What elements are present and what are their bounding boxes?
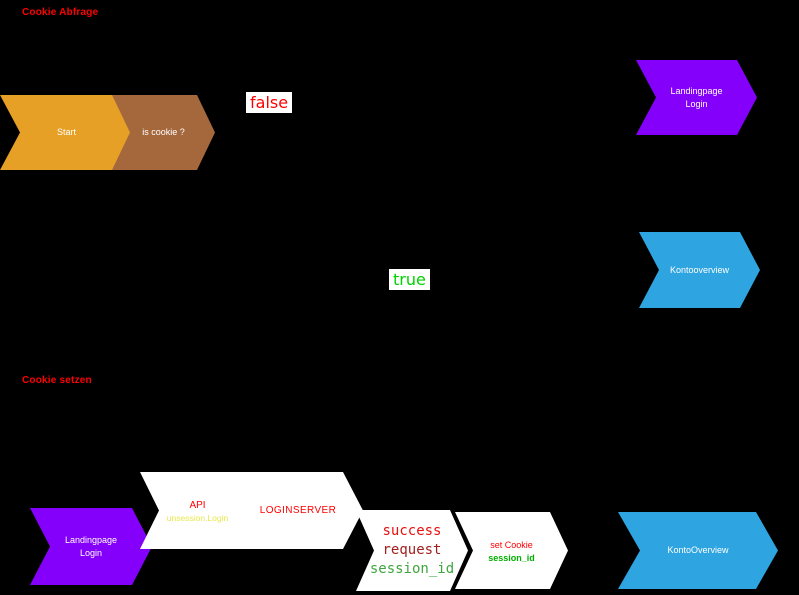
node-loginserver-label: LOGINSERVER	[259, 505, 337, 516]
node-api[interactable]: API unsession.Login	[140, 472, 255, 549]
node-api-title: API	[189, 500, 206, 511]
node-login-result[interactable]: success request session_id	[356, 510, 468, 591]
node-kontooverview-top-label: Kontooverview	[669, 264, 730, 275]
node-start[interactable]: Start	[0, 95, 133, 170]
node-start-label: Start	[56, 127, 76, 138]
section-label-cookie-setzen: Cookie setzen	[22, 375, 92, 386]
node-landingpage-login-bottom-line1: Landingpage	[64, 534, 118, 545]
node-kontooverview-bottom-label: KontoOverview	[667, 545, 729, 556]
node-kontooverview-top[interactable]: Kontooverview	[639, 232, 760, 308]
node-login-result-request: request	[382, 542, 442, 558]
node-landingpage-login-top[interactable]: Landingpage Login	[636, 60, 757, 135]
section-label-cookie-abfrage: Cookie Abfrage	[22, 7, 99, 18]
node-set-cookie-label: set Cookie	[490, 540, 533, 551]
node-loginserver[interactable]: LOGINSERVER	[233, 472, 363, 549]
node-landingpage-login-bottom[interactable]: Landingpage Login	[30, 508, 152, 585]
node-is-cookie-label: is cookie ?	[142, 127, 185, 138]
node-api-subtitle: unsession.Login	[166, 513, 229, 523]
edge-label-true: true	[389, 269, 430, 290]
node-login-result-session-id: session_id	[369, 561, 455, 577]
node-set-cookie[interactable]: set Cookie session_id	[455, 512, 568, 589]
node-kontooverview-bottom[interactable]: KontoOverview	[618, 512, 778, 589]
edge-label-false: false	[246, 92, 293, 113]
node-landingpage-login-bottom-line2: Login	[79, 547, 103, 558]
node-login-result-success: success	[382, 523, 442, 539]
node-set-cookie-session-id: session_id	[488, 552, 535, 563]
node-landingpage-login-top-line2: Login	[685, 98, 708, 109]
node-landingpage-login-top-line1: Landingpage	[670, 85, 723, 96]
